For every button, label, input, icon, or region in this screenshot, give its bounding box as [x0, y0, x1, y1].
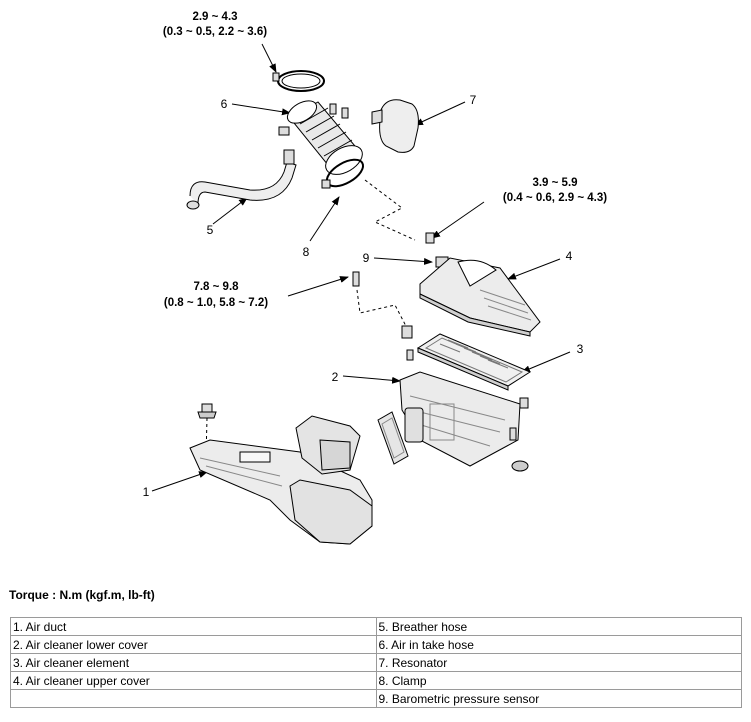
leader-2	[342, 375, 401, 384]
legend-item-2: 2. Air cleaner lower cover	[10, 635, 377, 654]
callout-4: 4	[566, 249, 573, 263]
callout-9: 9	[363, 251, 370, 265]
parts-drawing	[186, 70, 541, 545]
callout-8: 8	[303, 245, 310, 259]
exploded-parts-diagram: 2.9 ~ 4.3 (0.3 ~ 0.5, 2.2 ~ 3.6) 3.9 ~ 5…	[143, 11, 607, 545]
leader-1	[151, 471, 208, 492]
clamp-8-drawing	[321, 158, 365, 189]
legend-item-8: 8. Clamp	[375, 671, 742, 690]
leader-lines	[151, 43, 571, 492]
torque-spec-bolt: 7.8 ~ 9.8 (0.8 ~ 1.0, 5.8 ~ 7.2)	[164, 281, 268, 309]
legend-row: 9. Barometric pressure sensor	[10, 689, 742, 708]
air-duct-drawing	[189, 403, 373, 545]
legend-row: 3. Air cleaner element 7. Resonator	[10, 653, 742, 672]
callout-1: 1	[143, 485, 150, 499]
resonator-drawing	[371, 99, 419, 153]
parts-legend-table: 1. Air duct 5. Breather hose 2. Air clea…	[10, 617, 742, 708]
torque-clamp-line1: 2.9 ~ 4.3	[192, 11, 237, 23]
callout-5: 5	[207, 223, 214, 237]
legend-item-3: 3. Air cleaner element	[10, 653, 377, 672]
leader-sensor-torque	[431, 201, 485, 239]
torque-sensor-line1: 3.9 ~ 5.9	[532, 177, 577, 189]
torque-bolt-line1: 7.8 ~ 9.8	[193, 281, 239, 293]
leader-6	[231, 103, 291, 116]
callout-numbers: 1 2 3 4 5 6 7 8 9	[143, 93, 584, 499]
upper-cover-drawing	[419, 257, 541, 337]
leader-5	[212, 197, 248, 225]
torque-spec-clamp: 2.9 ~ 4.3 (0.3 ~ 0.5, 2.2 ~ 3.6)	[163, 11, 267, 38]
callout-2: 2	[332, 370, 339, 384]
legend-item-empty	[10, 689, 377, 708]
legend-row: 2. Air cleaner lower cover 6. Air in tak…	[10, 635, 742, 654]
pad-drawing	[377, 411, 409, 465]
breather-hose-drawing	[186, 149, 297, 210]
legend-item-1: 1. Air duct	[10, 617, 377, 636]
lower-cover-drawing	[399, 371, 529, 472]
torque-units-label: Torque : N.m (kgf.m, lb-ft)	[9, 588, 155, 602]
legend-item-6: 6. Air in take hose	[375, 635, 742, 654]
leader-3	[521, 351, 571, 373]
torque-sensor-line2: (0.4 ~ 0.6, 2.9 ~ 4.3)	[503, 192, 607, 204]
callout-3: 3	[577, 342, 584, 356]
legend-row: 4. Air cleaner upper cover 8. Clamp	[10, 671, 742, 690]
torque-clamp-line2: (0.3 ~ 0.5, 2.2 ~ 3.6)	[163, 26, 267, 38]
legend-row: 1. Air duct 5. Breather hose	[10, 617, 742, 636]
torque-spec-sensor: 3.9 ~ 5.9 (0.4 ~ 0.6, 2.9 ~ 4.3)	[503, 177, 607, 204]
leader-4	[507, 258, 561, 280]
leader-clamp-torque	[261, 43, 277, 73]
legend-item-9: 9. Barometric pressure sensor	[375, 689, 742, 708]
leader-bolt-torque	[287, 276, 349, 297]
torque-bolt-line2: (0.8 ~ 1.0, 5.8 ~ 7.2)	[164, 297, 268, 309]
assembly-line-mid	[356, 289, 409, 331]
callout-7: 7	[470, 93, 477, 107]
element-drawing	[416, 333, 532, 391]
legend-item-4: 4. Air cleaner upper cover	[10, 671, 377, 690]
callout-6: 6	[221, 97, 228, 111]
leader-8	[309, 196, 340, 242]
bolt-grommet-drawing	[352, 271, 414, 361]
leader-9	[373, 257, 433, 265]
leader-7	[414, 101, 466, 126]
legend-item-7: 7. Resonator	[375, 653, 742, 672]
assembly-line-grommet	[205, 417, 208, 459]
legend-item-5: 5. Breather hose	[375, 617, 742, 636]
clamp-top-drawing	[272, 70, 325, 92]
assembly-line-upper	[364, 179, 416, 241]
